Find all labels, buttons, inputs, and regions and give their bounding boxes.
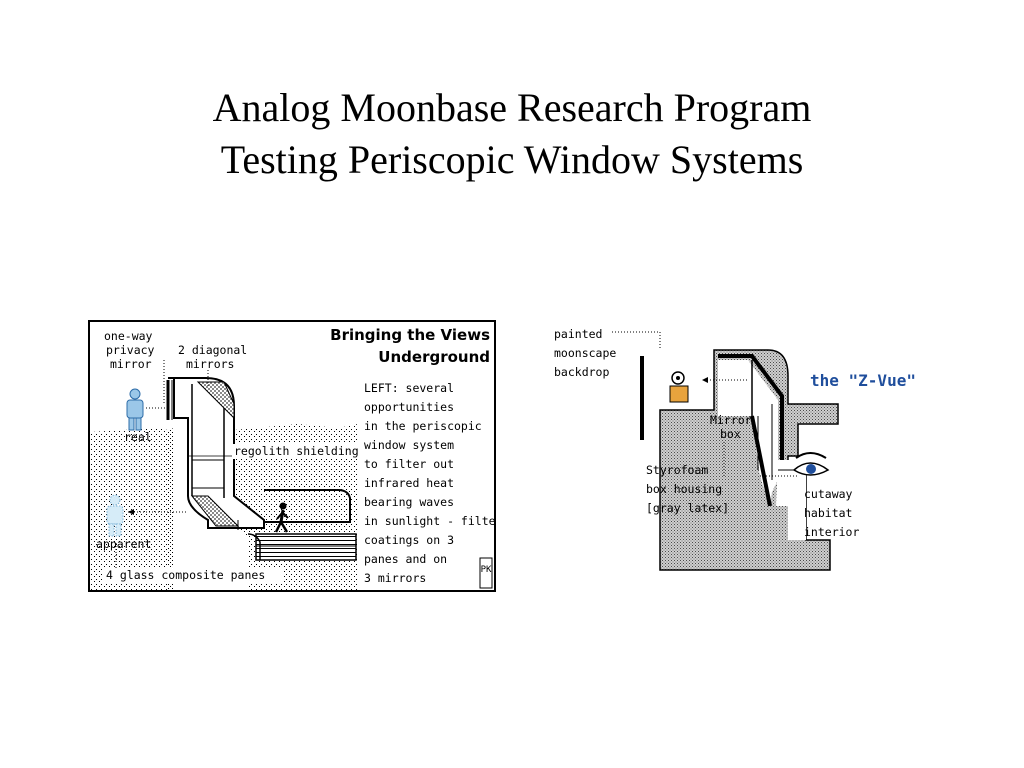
label-housing-3: [gray latex] — [646, 501, 729, 515]
description-text: LEFT: several opportunities in the peris… — [364, 381, 496, 585]
z-vue-diagram: painted moonscape backdrop the "Z-Vue" M… — [554, 327, 916, 571]
walking-person-icon — [274, 502, 289, 533]
label-one-way-2: privacy — [106, 343, 155, 357]
label-diagonal-1: 2 diagonal — [178, 343, 247, 357]
svg-text:LEFT: several: LEFT: several — [364, 381, 454, 395]
apparent-person-icon — [106, 494, 124, 537]
label-panes: 4 glass composite panes — [106, 568, 265, 582]
label-one-way-3: mirror — [110, 357, 152, 371]
top-diagonal-mirror — [196, 381, 235, 420]
svg-text:coatings on 3: coatings on 3 — [364, 533, 454, 547]
label-housing-2: box housing — [646, 482, 722, 496]
svg-text:bearing waves: bearing waves — [364, 495, 454, 509]
label-apparent: apparent — [96, 537, 151, 551]
signature: PK — [481, 565, 492, 575]
title-line-1: Analog Moonbase Research Program — [212, 85, 812, 130]
diagram-heading-2: Underground — [378, 348, 490, 366]
svg-text:in sunlight - filter: in sunlight - filter — [364, 514, 496, 528]
viewer-figure-icon — [669, 371, 689, 403]
label-backdrop-2: moonscape — [554, 346, 616, 360]
real-person-icon — [126, 388, 144, 431]
title-line-2: Testing Periscopic Window Systems — [220, 137, 804, 182]
label-habitat-1: cutaway — [804, 487, 853, 501]
label-backdrop-3: backdrop — [554, 365, 609, 379]
slide-title: Analog Moonbase Research Program Testing… — [0, 82, 1024, 186]
periscope-views-diagram: PK Bringing the Views Underground one-wa… — [88, 320, 496, 592]
svg-text:opportunities: opportunities — [364, 400, 454, 414]
label-mirror-box-2: box — [720, 427, 741, 441]
eye-icon — [792, 452, 830, 476]
habitat-floor — [255, 533, 357, 561]
label-habitat-3: interior — [804, 525, 859, 539]
label-mirror-box-1: Mirror — [710, 413, 752, 427]
svg-text:to filter out: to filter out — [364, 457, 454, 471]
svg-text:panes and on: panes and on — [364, 552, 447, 566]
label-housing-1: Styrofoam — [646, 463, 708, 477]
label-regolith: regolith shielding — [234, 444, 359, 458]
z-vue-title: the "Z-Vue" — [810, 371, 916, 390]
svg-text:3 mirrors: 3 mirrors — [364, 571, 426, 585]
label-diagonal-2: mirrors — [186, 357, 234, 371]
label-backdrop-1: painted — [554, 327, 602, 341]
diagram-heading-1: Bringing the Views — [330, 326, 490, 344]
signature-box — [479, 557, 493, 589]
label-one-way-1: one-way — [104, 329, 153, 343]
label-habitat-2: habitat — [804, 506, 852, 520]
svg-text:window system: window system — [364, 438, 454, 452]
label-real: real — [124, 430, 152, 444]
svg-text:in the periscopic: in the periscopic — [364, 419, 482, 433]
svg-text:infrared heat: infrared heat — [364, 476, 454, 490]
